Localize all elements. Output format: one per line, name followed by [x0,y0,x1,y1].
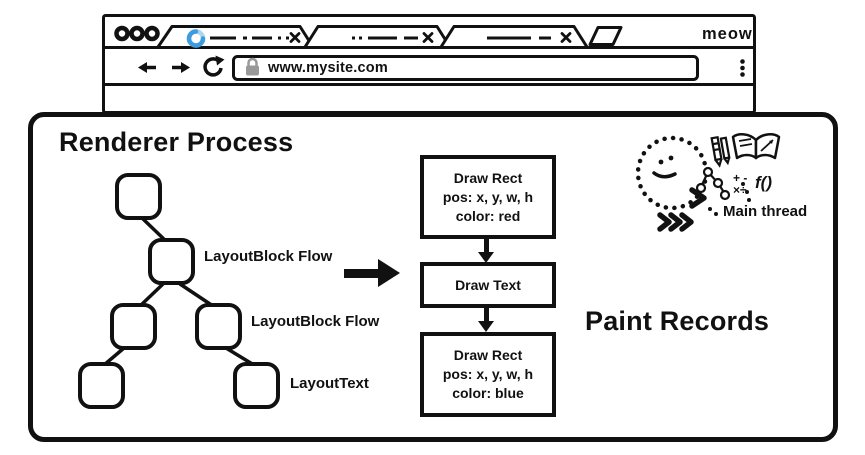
down-arrow-head-icon [478,321,494,332]
url-text[interactable]: www.mysite.com [268,60,388,76]
paint-record-line: Draw Rect [453,169,523,186]
traffic-light-icon[interactable] [144,25,160,42]
dotted-trail [708,182,751,216]
pencils-icon [710,135,731,168]
layout-tree-node [110,303,157,350]
chevron-arrows-icon [657,187,707,232]
layout-tree-node [78,362,125,409]
paint-record-line: pos: x, y, w, h [442,366,534,382]
math-symbols: + - ×÷ f() [733,171,772,197]
renderer-process-title: Renderer Process [59,127,294,157]
paint-record-line: Draw Rect [453,347,523,363]
refresh-button[interactable] [203,55,225,77]
paint-record-box-3: Draw Rect pos: x, y, w, h color: blue [420,332,556,417]
renderer-process-box: Renderer Process LayoutBlock Flow Layout… [28,112,838,442]
paint-records-heading: Paint Records [585,306,770,336]
new-tab-button[interactable] [588,26,623,46]
tab-close-icon[interactable] [422,32,434,43]
tree-label-layouttext: LayoutText [290,375,369,392]
paint-record-box-1: Draw Rect pos: x, y, w, h color: red [420,155,556,239]
address-bar-input[interactable] [232,55,699,81]
layout-tree-node [115,173,162,220]
svg-text:×÷: ×÷ [733,183,747,197]
layout-tree-node [148,238,195,285]
tree-label-layoutblock-flow-1: LayoutBlock Flow [204,248,333,265]
browser-brand: meow [702,25,753,43]
paint-record-line: Draw Text [455,276,521,293]
traffic-light-icon[interactable] [129,25,145,42]
down-arrow [484,239,489,253]
dotted-circle-icon [635,135,709,211]
flow-arrow [344,269,380,278]
down-arrow [484,308,489,322]
lock-icon [246,57,259,76]
back-button[interactable] [138,62,156,73]
flow-arrow-head-icon [378,259,400,287]
loading-spinner-icon [186,29,206,48]
tab-close-icon[interactable] [560,32,572,43]
paint-record-line: color: red [455,207,521,224]
traffic-light-icon[interactable] [114,25,130,42]
smiley-face-icon [652,155,677,179]
paint-record-box-2: Draw Text [420,262,556,308]
forward-button[interactable] [172,62,190,73]
main-thread-doodle: + - ×÷ f() [635,133,781,232]
function-icon: f() [755,173,772,192]
svg-text:+ -: + - [733,171,747,185]
layout-tree-node [195,303,242,350]
traffic-light-buttons[interactable] [114,25,160,42]
tree-label-layoutblock-flow-2: LayoutBlock Flow [251,313,380,330]
layout-tree-node [233,362,280,409]
tab-close-icon[interactable] [289,32,301,43]
down-arrow-head-icon [478,252,494,263]
paint-record-line: pos: x, y, w, h [442,188,534,205]
main-thread-label: Main thread [723,203,808,220]
tree-graph-icon [695,166,731,201]
paint-record-line: color: blue [452,385,524,401]
browser-menu-icon[interactable] [740,59,745,77]
book-icon [731,133,781,160]
